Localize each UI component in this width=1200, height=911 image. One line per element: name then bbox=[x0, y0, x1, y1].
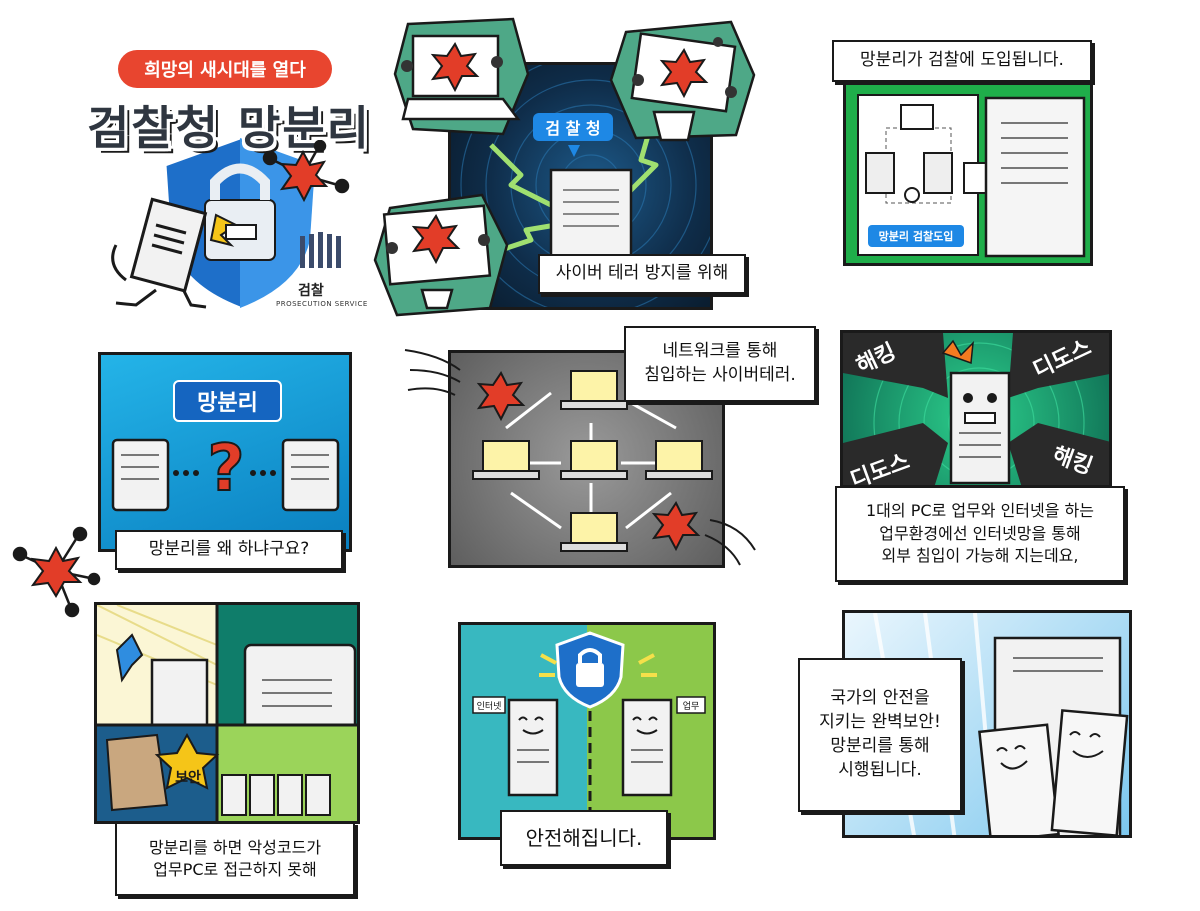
sign-work: 업무 bbox=[682, 702, 700, 712]
separation-tag: 망분리 bbox=[173, 380, 282, 422]
caption-why: 망분리를 왜 하냐구요? bbox=[115, 530, 343, 570]
panel-malware-blocked: 보안 bbox=[94, 602, 360, 824]
security-badge-label: 보안 bbox=[175, 770, 201, 786]
infected-computer-icon bbox=[609, 20, 756, 142]
caption-line: 국가의 안전을 bbox=[830, 688, 930, 709]
prosecution-tag: 검 찰 청 bbox=[533, 113, 613, 141]
title-pill: 희망의 새시대를 열다 bbox=[118, 50, 332, 88]
caption-line: 외부 침입이 가능해 지는데요, bbox=[881, 546, 1079, 566]
caption-perfect-security: 국가의 안전을 지키는 완벽보안! 망분리를 통해 시행됩니다. bbox=[798, 658, 962, 812]
infected-monitor-icon bbox=[373, 193, 509, 317]
caption-introduction: 망분리가 검찰에 도입됩니다. bbox=[832, 40, 1092, 82]
panel-why: 망분리 ? bbox=[98, 352, 352, 552]
logo-name: 검찰 bbox=[298, 283, 324, 299]
caption-network-intrusion: 네트워크를 통해 침입하는 사이버테러. bbox=[624, 326, 816, 402]
panel-introduction: 망분리 검찰도입 bbox=[843, 80, 1093, 266]
virus-icon bbox=[262, 140, 350, 203]
prosecution-logo-icon bbox=[300, 232, 341, 268]
arrow-down-icon bbox=[568, 145, 580, 157]
caption-line: 망분리를 하면 악성코드가 bbox=[148, 837, 322, 857]
server-character-icon bbox=[111, 197, 257, 309]
logo-subtitle: PROSECUTION SERVICE bbox=[276, 300, 368, 308]
caption-cyber-terror: 사이버 테러 방지를 위해 bbox=[538, 254, 746, 294]
caption-line: 1대의 PC로 업무와 인터넷을 하는 bbox=[866, 501, 1094, 521]
caption-malware-blocked: 망분리를 하면 악성코드가 업무PC로 접근하지 못해 bbox=[115, 822, 355, 896]
introduction-badge: 망분리 검찰도입 bbox=[868, 225, 964, 247]
caption-line: 지키는 완벽보안! bbox=[819, 712, 941, 733]
sign-internet: 인터넷 bbox=[476, 702, 502, 712]
svg-text:?: ? bbox=[207, 432, 244, 506]
panel-hacking-ddos: 해킹 디도스 디도스 해킹 bbox=[840, 330, 1112, 488]
caption-line: 업무환경에선 인터넷망을 통해 bbox=[879, 523, 1081, 543]
caption-line: 침입하는 사이버테러. bbox=[644, 365, 796, 385]
caption-line: 시행됩니다. bbox=[838, 759, 922, 780]
motion-lines-icon-2 bbox=[704, 519, 756, 566]
panel-safe: 인터넷 업무 bbox=[458, 622, 716, 840]
caption-hacking-ddos: 1대의 PC로 업무와 인터넷을 하는 업무환경에선 인터넷망을 통해 외부 침… bbox=[835, 486, 1125, 582]
motion-lines-icon bbox=[404, 349, 461, 396]
caption-line: 네트워크를 통해 bbox=[662, 341, 778, 362]
caption-safe: 안전해집니다. bbox=[500, 810, 668, 866]
virus-icon bbox=[12, 526, 101, 618]
caption-line: 망분리를 통해 bbox=[830, 736, 930, 756]
caption-line: 업무PC로 접근하지 못해 bbox=[153, 860, 317, 879]
infected-laptop-icon bbox=[393, 17, 530, 136]
